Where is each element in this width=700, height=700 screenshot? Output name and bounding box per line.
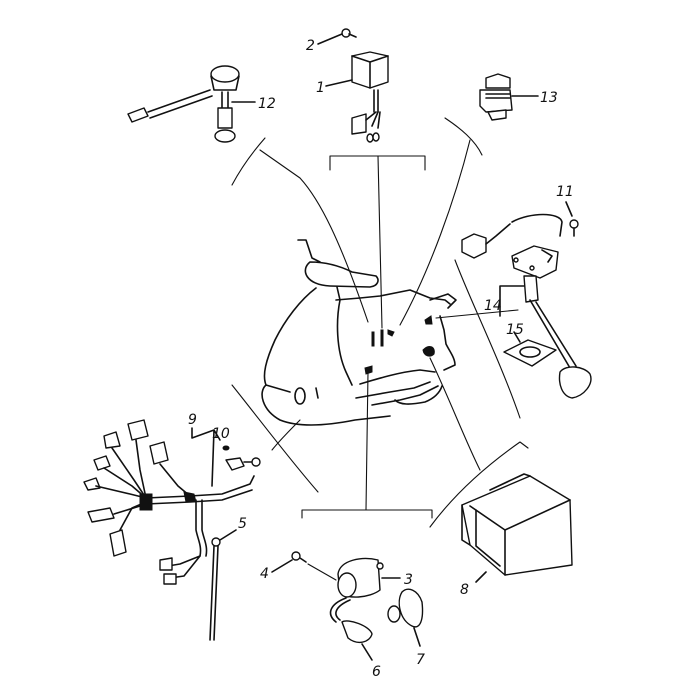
callout-10: 10 (212, 426, 230, 442)
callout-8: 8 (460, 582, 469, 598)
leader-lines (231, 117, 529, 528)
part-5-cable-tie (209, 529, 237, 641)
callout-15: 15 (506, 322, 524, 338)
callout-4: 4 (260, 566, 269, 582)
part-8-battery (461, 473, 573, 583)
part-13-relay (479, 73, 539, 121)
part-12-switch (127, 65, 256, 143)
callout-2: 2 (306, 38, 315, 54)
part-6-plug-cap (329, 597, 373, 661)
callout-6: 6 (372, 664, 381, 680)
part-7-rubber-cap (387, 588, 424, 647)
part-11-screw (565, 201, 579, 237)
part-4-bolt (271, 551, 337, 581)
callout-5: 5 (238, 516, 247, 532)
part-2-bolt (317, 28, 357, 45)
callout-1: 1 (316, 80, 325, 96)
part-10-screw (222, 445, 230, 451)
callout-3: 3 (404, 572, 413, 588)
part-15-gasket (503, 331, 557, 367)
part-9-wire-harness (83, 419, 261, 585)
part-14-fuel-sender (461, 213, 592, 399)
part-1-rectifier (325, 51, 389, 143)
callout-9: 9 (188, 412, 197, 428)
callout-12: 12 (258, 96, 276, 112)
callout-7: 7 (416, 652, 425, 668)
callout-14: 14 (484, 298, 502, 314)
part-3-ignition-coil (337, 557, 401, 598)
callout-13: 13 (540, 90, 558, 106)
callout-11: 11 (556, 184, 574, 200)
